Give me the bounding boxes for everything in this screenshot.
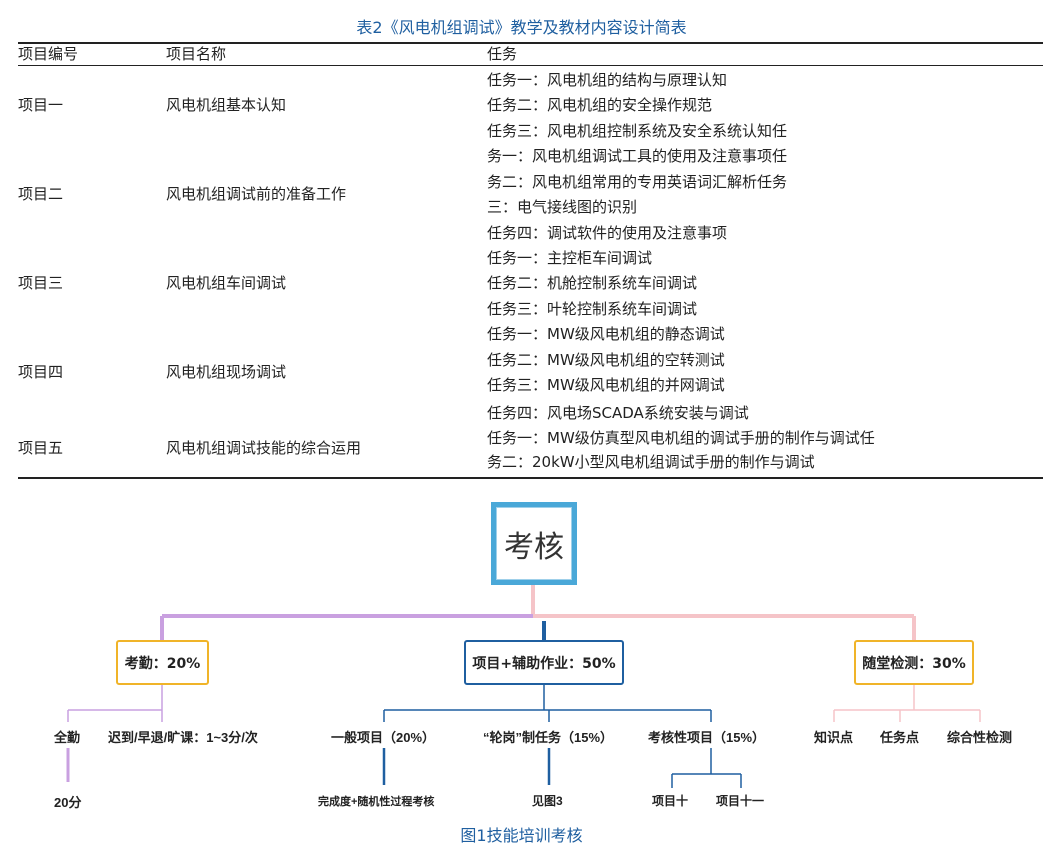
project-label: 项目+辅助作业：50% [472, 655, 616, 672]
task-line: 任务二：MW级风电机组的空转测试 [487, 351, 725, 369]
task-line: 任务一：MW级仿真型风电机组的调试手册的制作与调试任 [487, 429, 875, 447]
task-line: 任务一：MW级风电机组的静态调试 [487, 325, 725, 343]
row-4-name: 风电机组现场调试 [166, 363, 287, 381]
completion-assessment: 完成度+随机性过程考核 [318, 796, 435, 808]
task-line: 任务三：叶轮控制系统车间调试 [487, 300, 698, 318]
table-top-rule [18, 42, 1043, 44]
row-2-id: 项目二 [18, 185, 64, 203]
table-bottom-rule [18, 477, 1043, 479]
row-5-id: 项目五 [18, 439, 64, 457]
figure-caption: 图1技能培训考核 [460, 826, 583, 845]
task-line: 任务四：调试软件的使用及注意事项 [487, 224, 728, 242]
rotation-task: “轮岗”制任务（15%） [483, 730, 614, 745]
task-point: 任务点 [880, 730, 920, 745]
task-line: 任务一：风电机组的结构与原理认知 [487, 71, 728, 89]
quiz-node: 随堂检测：30% [854, 640, 974, 685]
row-5-name: 风电机组调试技能的综合运用 [166, 439, 362, 457]
task-line: 务一：风电机组调试工具的使用及注意事项任 [487, 147, 788, 165]
late-absence: 迟到/早退/旷课：1~3分/次 [108, 730, 258, 745]
task-line: 务二：风电机组常用的专用英语词汇解析任务 [487, 173, 788, 191]
row-3-name: 风电机组车间调试 [166, 274, 287, 292]
project-11: 项目十一 [716, 794, 765, 808]
header-tasks: 任务 [487, 45, 518, 63]
comprehensive-test: 综合性检测 [947, 730, 1013, 745]
task-line: 任务三：MW级风电机组的并网调试 [487, 376, 725, 394]
assessment-project: 考核性项目（15%） [648, 730, 766, 745]
full-attendance: 全勤 [54, 730, 81, 745]
project-node: 项目+辅助作业：50% [464, 640, 624, 685]
attendance-node: 考勤：20% [116, 640, 209, 685]
see-figure-3: 见图3 [532, 794, 563, 808]
table-header-rule [18, 65, 1043, 66]
row-1-name: 风电机组基本认知 [166, 96, 287, 114]
project-10: 项目十 [652, 794, 689, 808]
header-project-id: 项目编号 [18, 45, 79, 63]
root-node: 考核 [491, 502, 577, 585]
knowledge-point: 知识点 [814, 730, 854, 745]
task-line: 任务三：风电机组控制系统及安全系统认知任 [487, 122, 788, 140]
task-line: 任务四：风电场SCADA系统安装与调试 [487, 404, 749, 422]
general-project: 一般项目（20%） [331, 730, 436, 745]
header-project-name: 项目名称 [166, 45, 227, 63]
task-line: 任务二：机舱控制系统车间调试 [487, 274, 698, 292]
task-line: 任务二：风电机组的安全操作规范 [487, 96, 713, 114]
task-line: 任务一：主控柜车间调试 [487, 249, 653, 267]
diagram-connectors [66, 585, 981, 788]
quiz-label: 随堂检测：30% [862, 655, 966, 672]
task-line: 三：电气接线图的识别 [487, 198, 638, 216]
row-2-name: 风电机组调试前的准备工作 [166, 185, 347, 203]
row-4-id: 项目四 [18, 363, 64, 381]
attendance-label: 考勤：20% [124, 655, 201, 672]
task-line: 务二：20kW小型风电机组调试手册的制作与调试 [487, 453, 815, 471]
full-attendance-points: 20分 [54, 795, 82, 810]
table-caption: 表2《风电机组调试》教学及教材内容设计简表 [356, 18, 687, 37]
assessment-diagram: 考核 考勤：20% 项目+辅助作业：50% 随堂检测：30% 全勤 迟到/早退/… [0, 490, 1043, 820]
row-3-id: 项目三 [18, 274, 64, 292]
row-1-id: 项目一 [18, 96, 64, 114]
root-label: 考核 [504, 529, 564, 565]
